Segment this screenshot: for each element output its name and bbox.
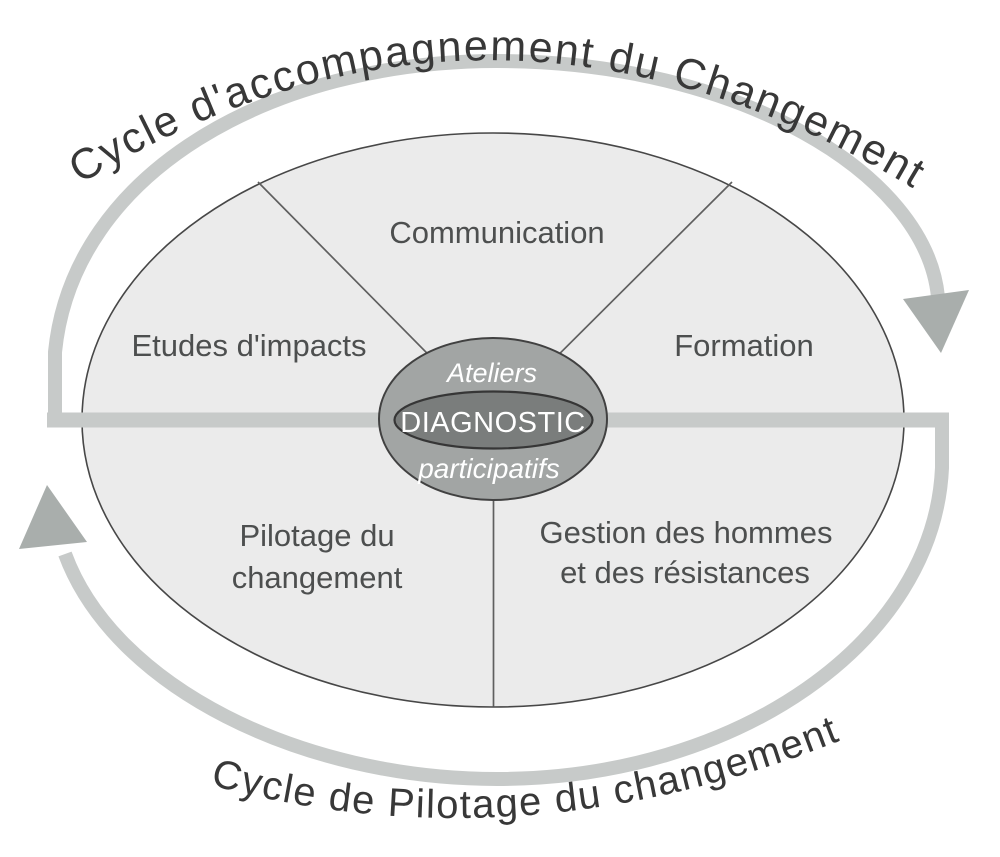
sector-label-communication: Communication xyxy=(389,215,604,250)
center-label-ateliers: Ateliers xyxy=(445,358,537,388)
bottom-cycle-arrow xyxy=(58,414,949,787)
sector-label-gestion-line2: et des résistances xyxy=(560,555,810,590)
top-cycle-arrowhead-down-icon xyxy=(903,290,969,353)
center-label-diagnostic: DIAGNOSTIC xyxy=(400,407,585,439)
sector-label-pilotage-line2: changement xyxy=(232,560,403,595)
sector-label-gestion-line1: Gestion des hommes xyxy=(540,515,833,550)
top-cycle-arrow xyxy=(48,53,945,426)
sector-label-formation: Formation xyxy=(674,328,814,363)
center-inner-ellipse xyxy=(393,390,594,450)
sector-label-etudes-impacts: Etudes d'impacts xyxy=(131,328,366,363)
sector-label-pilotage-line1: Pilotage du xyxy=(239,518,394,553)
center-label-participatifs: participatifs xyxy=(417,453,560,484)
bottom-cycle-arrowhead-up-icon xyxy=(19,485,87,549)
